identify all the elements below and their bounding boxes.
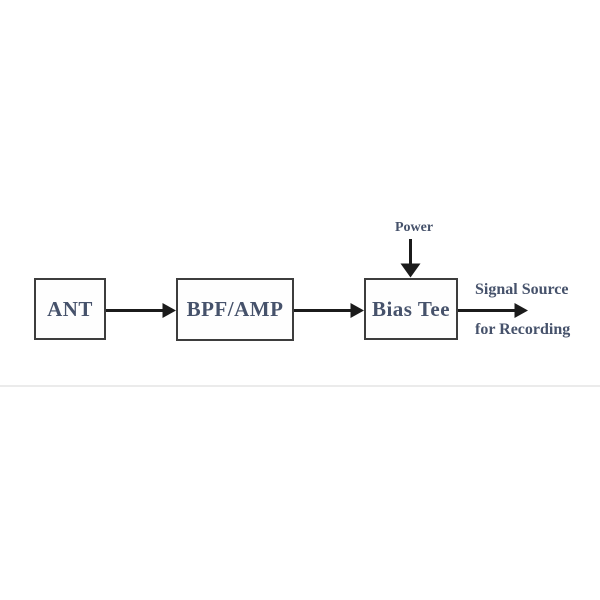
- block-ant: ANT: [34, 278, 106, 340]
- power-label: Power: [394, 220, 434, 235]
- block-bpf-amp: BPF/AMP: [176, 278, 294, 341]
- block-bias-tee-label: Bias Tee: [371, 296, 451, 321]
- arrow-ant-to-bpf: [106, 303, 176, 318]
- arrow-bpf-to-bias: [294, 303, 364, 318]
- output-label-line2: for Recording: [475, 321, 571, 338]
- arrow-bias-to-output: [458, 303, 528, 318]
- arrow-power-to-bias: [400, 239, 421, 278]
- page-divider-line: [0, 385, 600, 387]
- block-ant-label: ANT: [47, 296, 93, 321]
- block-bpf-amp-label: BPF/AMP: [186, 297, 284, 321]
- block-bias-tee: Bias Tee: [364, 278, 458, 340]
- output-label-line1: Signal Source: [475, 281, 569, 298]
